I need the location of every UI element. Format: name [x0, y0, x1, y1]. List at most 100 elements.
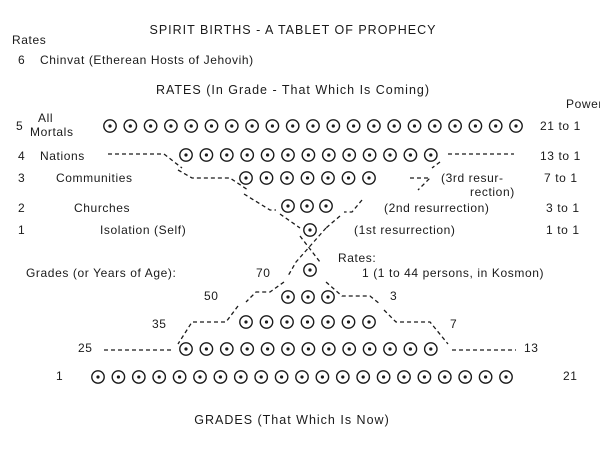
chinvat-number: 6 — [18, 53, 25, 67]
row-1-note: (1st resurrection) — [354, 223, 456, 237]
grade-1-circle — [193, 370, 207, 384]
row-5-circle — [407, 119, 422, 133]
grade-label-35: 35 — [152, 317, 167, 331]
row-2-circle — [281, 199, 295, 213]
row-4-circle — [321, 148, 336, 162]
grade-label-70: 70 — [256, 266, 271, 280]
grade-1-circle — [417, 370, 432, 384]
grade-1-circle — [397, 370, 411, 384]
grade-label-25: 25 — [78, 341, 93, 355]
row-1-circle — [303, 223, 317, 237]
row-1-power: 1 to 1 — [546, 223, 580, 237]
row-5-circle — [427, 119, 442, 133]
row-5-circle — [346, 119, 361, 133]
row-4-circle — [219, 148, 234, 162]
grade-1-circle — [152, 370, 167, 384]
grade-1-circle — [254, 370, 269, 384]
row-3-circle — [362, 171, 376, 185]
row-5-circle — [265, 119, 280, 133]
row-5-circle — [245, 119, 260, 133]
row-5-circle — [488, 119, 503, 133]
row-4-circle — [362, 148, 377, 162]
grade-70-circle — [303, 263, 317, 277]
row-3-circle — [321, 171, 335, 185]
grade-25-circle — [403, 342, 418, 356]
grade-35-circle — [239, 315, 253, 329]
grade-25-circle — [423, 342, 438, 356]
row-5-circle — [509, 119, 523, 133]
row-5-number: 5 — [16, 119, 23, 133]
rates-header: Rates — [12, 33, 46, 47]
grade-25-circle — [260, 342, 275, 356]
grade-1-circle — [437, 370, 452, 384]
row-5-circle — [123, 119, 138, 133]
tablet-title: SPIRIT BIRTHS - A TABLET OF PROPHECY — [150, 23, 437, 37]
grade-50-circle — [281, 290, 295, 304]
grade-25-circle — [362, 342, 377, 356]
grade-35-circle — [341, 315, 356, 329]
row-5-circle — [103, 119, 117, 133]
row-3-circle — [280, 171, 294, 185]
row-3-number: 3 — [18, 171, 25, 185]
row-4-circle — [301, 148, 316, 162]
row-5-circle — [204, 119, 219, 133]
row-1-label: Isolation (Self) — [100, 223, 186, 237]
row-5-circle — [224, 119, 239, 133]
row-3-label: Communities — [56, 171, 133, 185]
upper-pyramid-outline — [108, 153, 514, 229]
grade-25-circle — [301, 342, 316, 356]
chinvat-label: Chinvat (Etherean Hosts of Jehovih) — [40, 53, 254, 67]
row-3-power: 7 to 1 — [544, 171, 578, 185]
grade-1-circle — [499, 370, 513, 384]
row-5-circle — [163, 119, 178, 133]
grade-35-circle — [300, 315, 315, 329]
rate-label-21: 21 — [563, 369, 578, 383]
row-5-circle — [468, 119, 483, 133]
row-4-circle — [403, 148, 418, 162]
grade-1-circle — [295, 370, 309, 384]
grade-25-circle — [219, 342, 234, 356]
grade-1-circle — [131, 370, 146, 384]
row-5-circle — [306, 119, 320, 133]
upper-section-title: RATES (In Grade - That Which Is Coming) — [156, 83, 430, 97]
grade-1-circle — [91, 370, 105, 384]
grade-35-circle — [280, 315, 294, 329]
grade-1-circle — [376, 370, 391, 384]
row-5-label-line1: All — [38, 111, 53, 125]
grade-50-circle — [301, 290, 315, 304]
row-4-circle — [240, 148, 255, 162]
rates-sub-label: Rates: — [338, 251, 376, 265]
grade-50-circle — [321, 290, 335, 304]
grade-25-circle — [281, 342, 295, 356]
row-3-circle — [259, 171, 274, 185]
row-3-circle — [239, 171, 253, 185]
row-4-circle — [383, 148, 397, 162]
grade-35-circle — [321, 315, 335, 329]
row-1-number: 1 — [18, 223, 25, 237]
row-3-note-line1: (3rd resur- — [441, 171, 504, 185]
grade-1-circle — [172, 370, 187, 384]
grades-label: Grades (or Years of Age): — [26, 266, 176, 280]
row-2-number: 2 — [18, 201, 25, 215]
row-5-power: 21 to 1 — [540, 119, 581, 133]
grade-label-50: 50 — [204, 289, 219, 303]
grade-35-circle — [362, 315, 376, 329]
row-5-circle — [285, 119, 300, 133]
row-4-circle — [281, 148, 295, 162]
row-5-circle — [387, 119, 402, 133]
grade-25-circle — [179, 342, 193, 356]
grade-1-circle — [213, 370, 228, 384]
grade-25-circle — [240, 342, 255, 356]
grade-1-circle — [458, 370, 473, 384]
row-2-circle — [319, 199, 333, 213]
row-5-circle — [448, 119, 462, 133]
power-header: Power — [566, 97, 600, 111]
row-4-power: 13 to 1 — [540, 149, 581, 163]
grade-label-1: 1 — [56, 369, 63, 383]
row-2-circle — [300, 199, 314, 213]
row-5-circle — [366, 119, 381, 133]
grade-1-circle — [335, 370, 350, 384]
rate-label-7: 7 — [450, 317, 457, 331]
